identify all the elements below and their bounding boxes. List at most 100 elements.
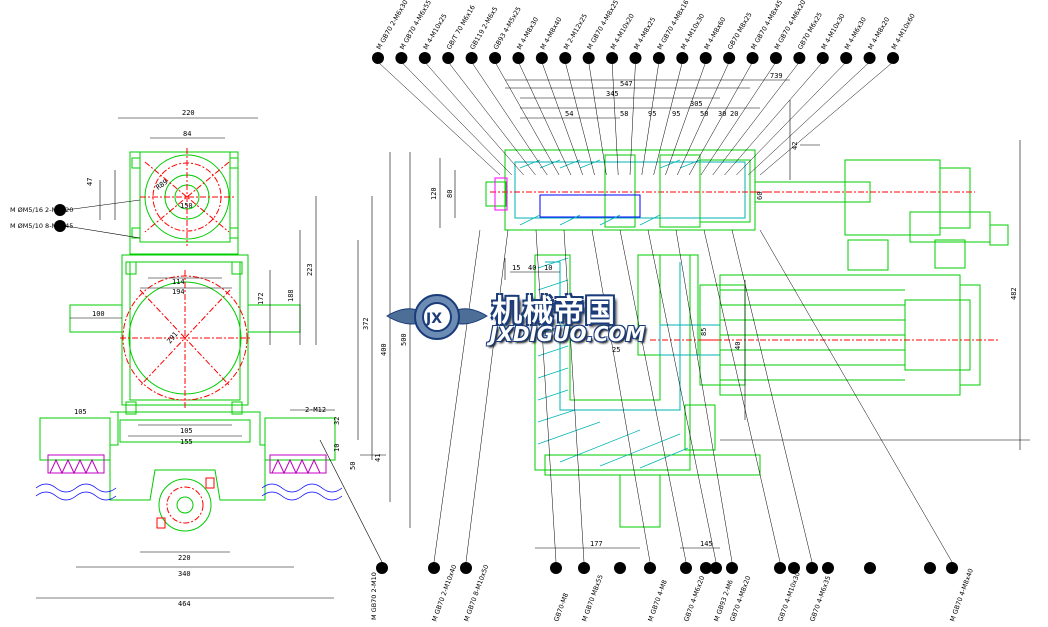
callout-balloon bbox=[774, 562, 786, 574]
left-callouts: M ØM5/16 2-M6x20 M ØM5/10 8-M6x45 M GB70… bbox=[10, 199, 388, 620]
dim-label: 58 bbox=[620, 110, 628, 118]
dim-label: 739 bbox=[770, 72, 783, 80]
callout-balloon bbox=[582, 52, 595, 64]
callout-balloon bbox=[460, 562, 472, 574]
dim-label: 95 bbox=[648, 110, 656, 118]
dim-label: 482 bbox=[1010, 287, 1018, 300]
dim-label: 47 bbox=[86, 178, 94, 186]
watermark-chinese: 机械帝国 bbox=[492, 294, 616, 329]
dim-label: 400 bbox=[380, 343, 388, 356]
callout-balloon bbox=[465, 52, 478, 64]
dim-label: 2-M12 bbox=[305, 406, 326, 414]
callout-balloon bbox=[512, 52, 525, 64]
callout-balloon bbox=[606, 52, 619, 64]
callout-balloon bbox=[769, 52, 782, 64]
linear-rail-left bbox=[47, 454, 327, 475]
dim-label: 10 bbox=[333, 444, 341, 452]
dim-label: 105 bbox=[74, 408, 87, 416]
callout-balloon bbox=[793, 52, 806, 64]
callout-balloon bbox=[395, 52, 408, 64]
gear-logo-icon: JX bbox=[386, 294, 488, 340]
dim-label: 30 bbox=[718, 110, 726, 118]
dim-label: 172 bbox=[257, 292, 265, 305]
dim-label: 60 bbox=[756, 192, 764, 200]
left-view-dim-text: 220 84 47 R89 150 114 194 172 188 223 10… bbox=[74, 109, 408, 608]
callout-balloon bbox=[676, 52, 689, 64]
dim-label: 40 bbox=[528, 264, 536, 272]
dim-label: 120 bbox=[430, 187, 438, 200]
callout-balloon bbox=[372, 52, 384, 64]
callout-balloon bbox=[946, 562, 958, 574]
callout-balloon bbox=[614, 562, 626, 574]
dim-label: 84 bbox=[183, 130, 191, 138]
callout-balloon bbox=[54, 204, 66, 216]
section-dim-text: 739 547 345 305 54 58 95 95 50 30 20 120… bbox=[430, 72, 1018, 548]
dim-label: 220 bbox=[178, 554, 191, 562]
dim-label: 114 bbox=[172, 278, 185, 286]
dim-label: 50 bbox=[349, 462, 357, 470]
callout-balloon bbox=[887, 52, 899, 64]
callout-balloon bbox=[644, 562, 656, 574]
left-elevation-view bbox=[39, 148, 336, 532]
callout-balloon bbox=[840, 52, 853, 64]
dim-label: 42 bbox=[791, 142, 799, 150]
dim-label: 188 bbox=[287, 289, 295, 302]
callout-text: M GB70 2-M10 bbox=[370, 572, 378, 620]
callout-balloon bbox=[629, 52, 642, 64]
dim-label: 305 bbox=[690, 100, 703, 108]
callout-balloon bbox=[442, 52, 455, 64]
callout-balloon bbox=[746, 52, 759, 64]
dim-label: 85 bbox=[700, 328, 708, 336]
dim-label: 100 bbox=[92, 310, 105, 318]
callout-text: M ØM5/10 8-M6x45 bbox=[10, 222, 73, 230]
dim-label: 150 bbox=[180, 202, 193, 210]
dim-label: 464 bbox=[178, 600, 191, 608]
dim-label: 32 bbox=[333, 417, 341, 425]
callout-balloon bbox=[680, 562, 692, 574]
dim-label: 547 bbox=[620, 80, 633, 88]
dim-label: 54 bbox=[565, 110, 573, 118]
callout-balloon bbox=[428, 562, 440, 574]
dim-label: 340 bbox=[178, 570, 191, 578]
dim-label: 372 bbox=[362, 317, 370, 330]
logo-text: JX bbox=[425, 311, 442, 327]
ground-wave bbox=[35, 483, 343, 501]
callout-balloon bbox=[788, 562, 800, 574]
dim-label: 10 bbox=[544, 264, 552, 272]
dim-label: 145 bbox=[700, 540, 713, 548]
dim-label: 40 bbox=[734, 342, 742, 350]
callout-balloon bbox=[559, 52, 572, 64]
callout-text: M ØM5/16 2-M6x20 bbox=[10, 206, 73, 214]
dim-label: 15 bbox=[512, 264, 520, 272]
dim-label: 223 bbox=[306, 263, 314, 276]
dim-label: 80 bbox=[446, 190, 454, 198]
callout-balloon bbox=[652, 52, 665, 64]
left-view-dimensions bbox=[36, 117, 411, 599]
section-view bbox=[485, 149, 1009, 528]
callout-balloon bbox=[723, 52, 736, 64]
callout-balloon bbox=[54, 220, 66, 232]
callout-balloon bbox=[489, 52, 502, 64]
section-hatch bbox=[519, 159, 701, 469]
callout-balloon bbox=[535, 52, 548, 64]
callout-balloon bbox=[726, 562, 738, 574]
callout-balloon bbox=[699, 52, 712, 64]
callout-balloon bbox=[806, 562, 818, 574]
callout-balloon bbox=[700, 562, 712, 574]
callout-balloon bbox=[418, 52, 431, 64]
callout-balloon bbox=[822, 562, 834, 574]
dim-label: 50 bbox=[700, 110, 708, 118]
callout-balloon bbox=[578, 562, 590, 574]
callout-balloon bbox=[864, 562, 876, 574]
dim-label: 500 bbox=[400, 333, 408, 346]
dim-label: 25 bbox=[612, 346, 620, 354]
callout-balloon bbox=[924, 562, 936, 574]
dim-label: 194 bbox=[172, 288, 185, 296]
dim-label: 177 bbox=[590, 540, 603, 548]
dim-label: 220 bbox=[182, 109, 195, 117]
dim-label: 20 bbox=[730, 110, 738, 118]
dim-label: 155 bbox=[180, 438, 193, 446]
dim-label: 105 bbox=[180, 427, 193, 435]
watermark: JX 机械帝国 JXDIGUO.COM bbox=[382, 286, 682, 348]
